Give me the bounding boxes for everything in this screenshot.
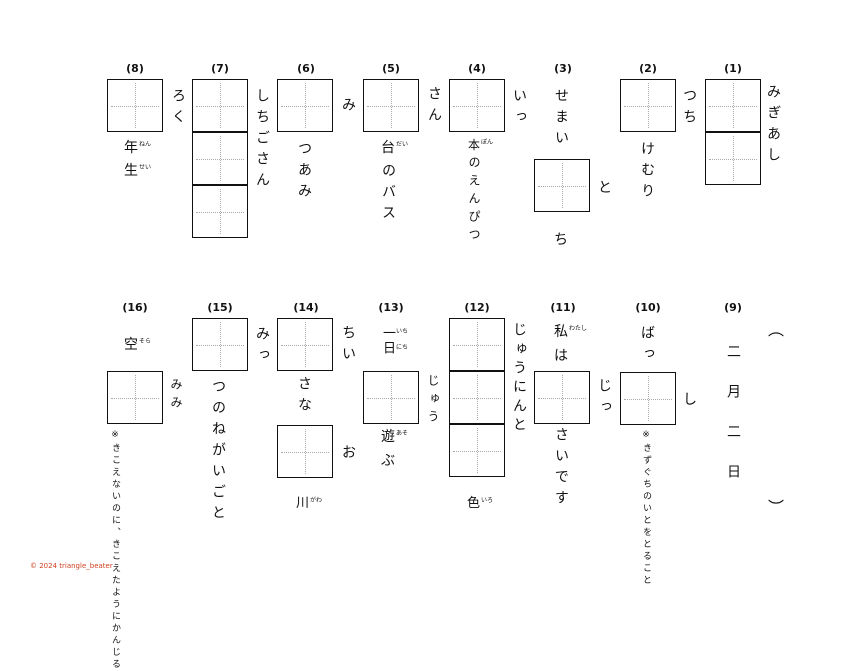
reading-16: みみ <box>169 378 183 414</box>
text-5: のバス <box>380 163 396 226</box>
problem-number-1: (1) <box>724 62 742 75</box>
ruby-8a: ねん <box>139 141 152 148</box>
problem-number-13: (13) <box>378 301 404 314</box>
problem-number-9: (9) <box>724 301 742 314</box>
kanji-11: 私 <box>554 324 568 340</box>
answer-box-7b[interactable] <box>192 132 248 185</box>
ruby-14: がわ <box>310 497 323 504</box>
kanji-14: 川 <box>296 496 310 511</box>
problem-number-11: (11) <box>550 301 576 314</box>
problem-number-3: (3) <box>554 62 572 75</box>
reading-2: つち <box>681 88 697 130</box>
problem-number-15: (15) <box>207 301 233 314</box>
reading-3: せまい <box>553 88 569 151</box>
answer-box-12c[interactable] <box>449 424 505 477</box>
answer-box-7c[interactable] <box>192 185 248 238</box>
ruby-13b: にち <box>396 344 409 351</box>
reading-10b: じっ <box>596 378 612 420</box>
kanji-16: 空 <box>124 337 138 353</box>
ruby-13a: いち <box>396 328 409 335</box>
reading-4: いっ <box>511 88 527 130</box>
reading-12: じゅうにんと <box>511 322 527 436</box>
text-15: つのねがいごと <box>210 379 226 526</box>
kanji-8a: 年 <box>124 140 138 156</box>
answer-box-14b[interactable] <box>277 425 333 478</box>
ruby-4: ぽん <box>481 139 494 146</box>
problem-number-10: (10) <box>635 301 661 314</box>
kanji-13: 一日 <box>380 326 395 356</box>
reading-13: じゅう <box>426 374 440 428</box>
ruby-16: そら <box>139 338 152 345</box>
answer-box-4[interactable] <box>449 79 505 132</box>
problem-number-7: (7) <box>211 62 229 75</box>
problem-number-6: (6) <box>297 62 315 75</box>
problem-number-12: (12) <box>464 301 490 314</box>
reading-6: み <box>340 97 356 118</box>
reading-5: さん <box>426 86 442 128</box>
problem-number-14: (14) <box>293 301 319 314</box>
kanji-8b: 生 <box>124 163 138 179</box>
note-16: ※きこえないのに、きこえたようにかんじる <box>110 430 120 671</box>
answer-box-12a[interactable] <box>449 318 505 371</box>
text-13b: ぶ <box>381 453 395 469</box>
text-10-right: し <box>683 392 697 408</box>
ruby-8b: せい <box>139 164 152 171</box>
text-11b: さいです <box>553 427 569 511</box>
reading-14b: お <box>342 445 356 461</box>
text-3-right: と <box>598 180 612 196</box>
answer-box-5[interactable] <box>363 79 419 132</box>
problem-number-4: (4) <box>468 62 486 75</box>
answer-box-2[interactable] <box>620 79 676 132</box>
problem-number-5: (5) <box>382 62 400 75</box>
kanji-4: 本 <box>468 138 481 152</box>
answer-box-1b[interactable] <box>705 132 761 185</box>
reading-1: みぎあし <box>765 84 781 168</box>
reading-15: みっ <box>254 326 270 368</box>
answer-box-6[interactable] <box>277 79 333 132</box>
kanji-13b: 遊 <box>381 429 395 445</box>
answer-box-10[interactable] <box>620 372 676 425</box>
answer-box-11[interactable] <box>534 371 590 424</box>
problem-number-8: (8) <box>126 62 144 75</box>
answer-box-7a[interactable] <box>192 79 248 132</box>
paren-open-9: ︵ <box>768 320 785 339</box>
text-14: さな <box>296 376 312 418</box>
ruby-5: だい <box>396 141 409 148</box>
reading-8: ろく <box>170 88 186 130</box>
copyright: © 2024 triangle_beater <box>30 562 113 570</box>
ruby-11: わたし <box>569 325 588 332</box>
text-6: つあみ <box>296 141 312 204</box>
paren-close-9: ︶ <box>768 498 785 517</box>
problem-number-16: (16) <box>122 301 148 314</box>
kanji-12: 色 <box>467 496 481 511</box>
kanji-5: 台 <box>381 140 395 156</box>
text-9: 二月二日 <box>725 344 741 504</box>
reading-7: しちごさん <box>254 88 270 193</box>
ruby-13c: あそ <box>396 430 409 437</box>
note-10: ※きずぐちのいとをとること <box>641 430 651 587</box>
text-3-below: ち <box>554 232 568 248</box>
answer-box-15[interactable] <box>192 318 248 371</box>
answer-box-3[interactable] <box>534 159 590 212</box>
answer-box-12b[interactable] <box>449 371 505 424</box>
answer-box-14a[interactable] <box>277 318 333 371</box>
answer-box-1a[interactable] <box>705 79 761 132</box>
reading-10: ばっ <box>639 325 655 367</box>
ruby-12: いろ <box>481 497 494 504</box>
answer-box-16[interactable] <box>107 371 163 424</box>
text-4: のえんぴつ <box>467 156 481 246</box>
reading-14: ちい <box>340 325 356 367</box>
answer-box-8[interactable] <box>107 79 163 132</box>
text-2: けむり <box>639 141 655 204</box>
problem-number-2: (2) <box>639 62 657 75</box>
text-11: は <box>554 348 568 364</box>
answer-box-13[interactable] <box>363 371 419 424</box>
